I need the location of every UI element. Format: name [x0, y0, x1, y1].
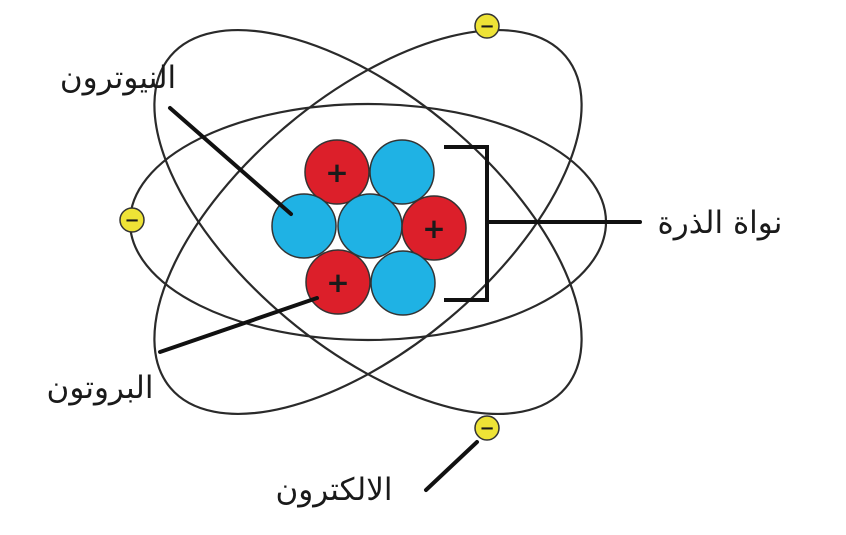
neutron-leader-line: [170, 108, 291, 214]
electron-bottom: −: [475, 416, 499, 440]
proton-middle-right: +: [402, 196, 466, 260]
plus-sign: +: [422, 212, 445, 245]
electron-top: −: [475, 14, 499, 38]
electron-left: −: [120, 208, 144, 232]
proton-top-left: +: [305, 140, 369, 204]
neutron-bottom-right: [371, 251, 435, 315]
electron-leader-line: [426, 442, 477, 490]
electron-label: الالكترون: [275, 472, 392, 508]
nucleus: + + +: [272, 140, 466, 315]
plus-sign: +: [325, 156, 348, 189]
proton-bottom-left: +: [306, 250, 370, 314]
minus-sign: −: [479, 418, 494, 439]
minus-sign: −: [479, 16, 494, 37]
neutron-label: النيوترون: [60, 60, 176, 96]
neutron-middle-center: [338, 194, 402, 258]
plus-sign: +: [326, 266, 349, 299]
proton-label: البروتون: [47, 370, 154, 406]
nucleus-label: نواة الذرة: [658, 205, 783, 241]
minus-sign: −: [124, 210, 139, 231]
neutron-top-right: [370, 140, 434, 204]
